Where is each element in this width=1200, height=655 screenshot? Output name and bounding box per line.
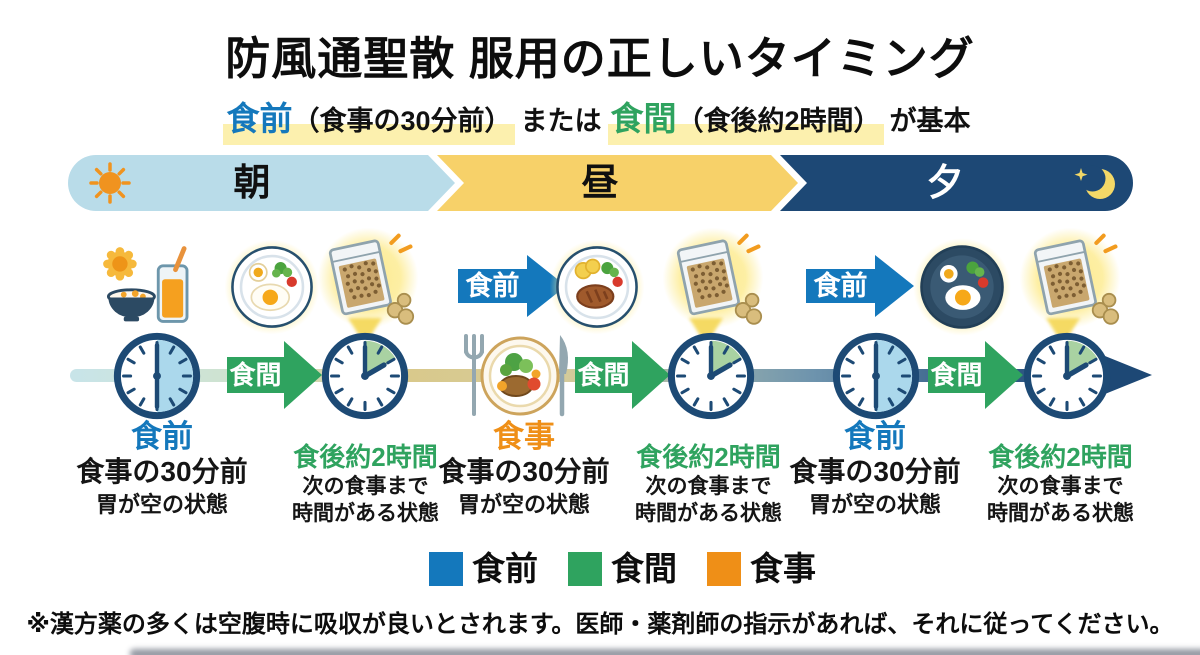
legend: 食前 食間 食事 <box>429 552 816 586</box>
timing-sub1: 次の食事まで <box>302 475 429 498</box>
between-meals-arrow: 食間 <box>227 341 322 409</box>
timing-sub2: 胃が空の状態 <box>457 492 590 517</box>
subtitle-before-word: 食前 <box>226 100 293 137</box>
medicine-packet-icon <box>315 232 415 332</box>
timing-title: 食事 <box>493 419 555 454</box>
legend-item-before-meal: 食前 <box>429 552 538 586</box>
timing-sub1: 食事の30分前 <box>438 456 610 487</box>
legend-label: 食間 <box>611 550 677 587</box>
timing-sub2: 時間がある状態 <box>987 502 1134 525</box>
clock-after-2h-icon <box>1023 332 1111 420</box>
clock-before-meal-icon <box>832 332 920 420</box>
subtitle-before-note: （食事の30分前） <box>292 106 512 136</box>
page-title: 防風通聖散 服用の正しいタイミング <box>225 33 975 84</box>
clock-before-meal-icon <box>113 332 201 420</box>
subtitle-between-note: （食後約2時間） <box>676 106 881 136</box>
sun-icon <box>89 162 131 204</box>
subtitle: 食前（食事の30分前） または食間（食後約2時間） が基本 <box>0 92 1200 145</box>
clock-after-2h-icon <box>667 332 755 420</box>
medicine-packet-icon <box>1020 232 1120 332</box>
timing-sub1: 食事の30分前 <box>76 456 248 487</box>
before-meal-arrow-label: 食前 <box>465 271 520 301</box>
legend-swatch-blue <box>429 552 463 586</box>
band-morning-segment <box>68 155 455 211</box>
lunch-set-icon <box>464 334 568 417</box>
breakfast-set-icon <box>103 246 189 323</box>
time-of-day-band: 朝 昼 夕 <box>68 155 1133 211</box>
timing-column-noon-meal: 食事 食事の30分前 胃が空の状態 <box>424 418 624 520</box>
timing-title: 食前 <box>131 419 193 454</box>
timing-sub2: 胃が空の状態 <box>95 492 228 517</box>
timing-sub1: 食事の30分前 <box>789 456 961 487</box>
bottom-edge-artifact <box>130 649 1200 655</box>
timing-sub2: 時間がある状態 <box>292 502 439 525</box>
timing-column-evening-before: 食前 食事の30分前 胃が空の状態 <box>775 418 975 520</box>
timing-title: 食後約2時間 <box>636 442 781 472</box>
timing-title: 食後約2時間 <box>293 442 438 472</box>
legend-label: 食事 <box>750 550 816 587</box>
timing-sub2: 時間がある状態 <box>635 502 782 525</box>
timing-sub2: 胃が空の状態 <box>808 492 941 517</box>
dinner-plate-icon <box>920 245 1004 329</box>
timing-column-morning-after: 食後約2時間 次の食事まで 時間がある状態 <box>263 442 468 527</box>
subtitle-or: または <box>520 106 602 136</box>
legend-item-between-meals: 食間 <box>568 552 677 586</box>
timing-column-evening-after: 食後約2時間 次の食事まで 時間がある状態 <box>958 442 1163 527</box>
band-evening-segment <box>768 155 1133 211</box>
lunch-plate-icon <box>556 246 638 328</box>
timing-title: 食後約2時間 <box>988 442 1133 472</box>
between-meals-arrow-label: 食間 <box>577 360 630 390</box>
band-label-morning: 朝 <box>233 162 271 203</box>
legend-swatch-orange <box>707 552 741 586</box>
band-label-evening: 夕 <box>926 162 964 203</box>
subtitle-between-word: 食間 <box>610 100 677 137</box>
before-meal-arrow-label: 食前 <box>813 271 868 301</box>
moon-icon <box>1074 165 1115 199</box>
timing-column-noon-after: 食後約2時間 次の食事まで 時間がある状態 <box>606 442 811 527</box>
between-meals-arrow: 食間 <box>575 341 670 409</box>
clock-after-2h-icon <box>321 332 409 420</box>
medicine-packet-icon <box>663 232 763 332</box>
between-meals-arrow-label: 食間 <box>930 360 983 390</box>
footnote: ※漢方薬の多くは空腹時に吸収が良いとされます。医師・薬剤師の指示があれば、それに… <box>26 611 1174 638</box>
timing-title: 食前 <box>844 419 906 454</box>
legend-swatch-green <box>568 552 602 586</box>
timing-column-morning-before: 食前 食事の30分前 胃が空の状態 <box>62 418 262 520</box>
legend-label: 食前 <box>472 550 538 587</box>
timing-sub1: 次の食事まで <box>997 475 1124 498</box>
between-meals-arrow-label: 食間 <box>229 360 282 390</box>
timing-sub1: 次の食事まで <box>645 475 772 498</box>
subtitle-suffix: が基本 <box>889 106 971 136</box>
band-label-noon: 昼 <box>581 162 619 203</box>
legend-item-meal: 食事 <box>707 552 816 586</box>
